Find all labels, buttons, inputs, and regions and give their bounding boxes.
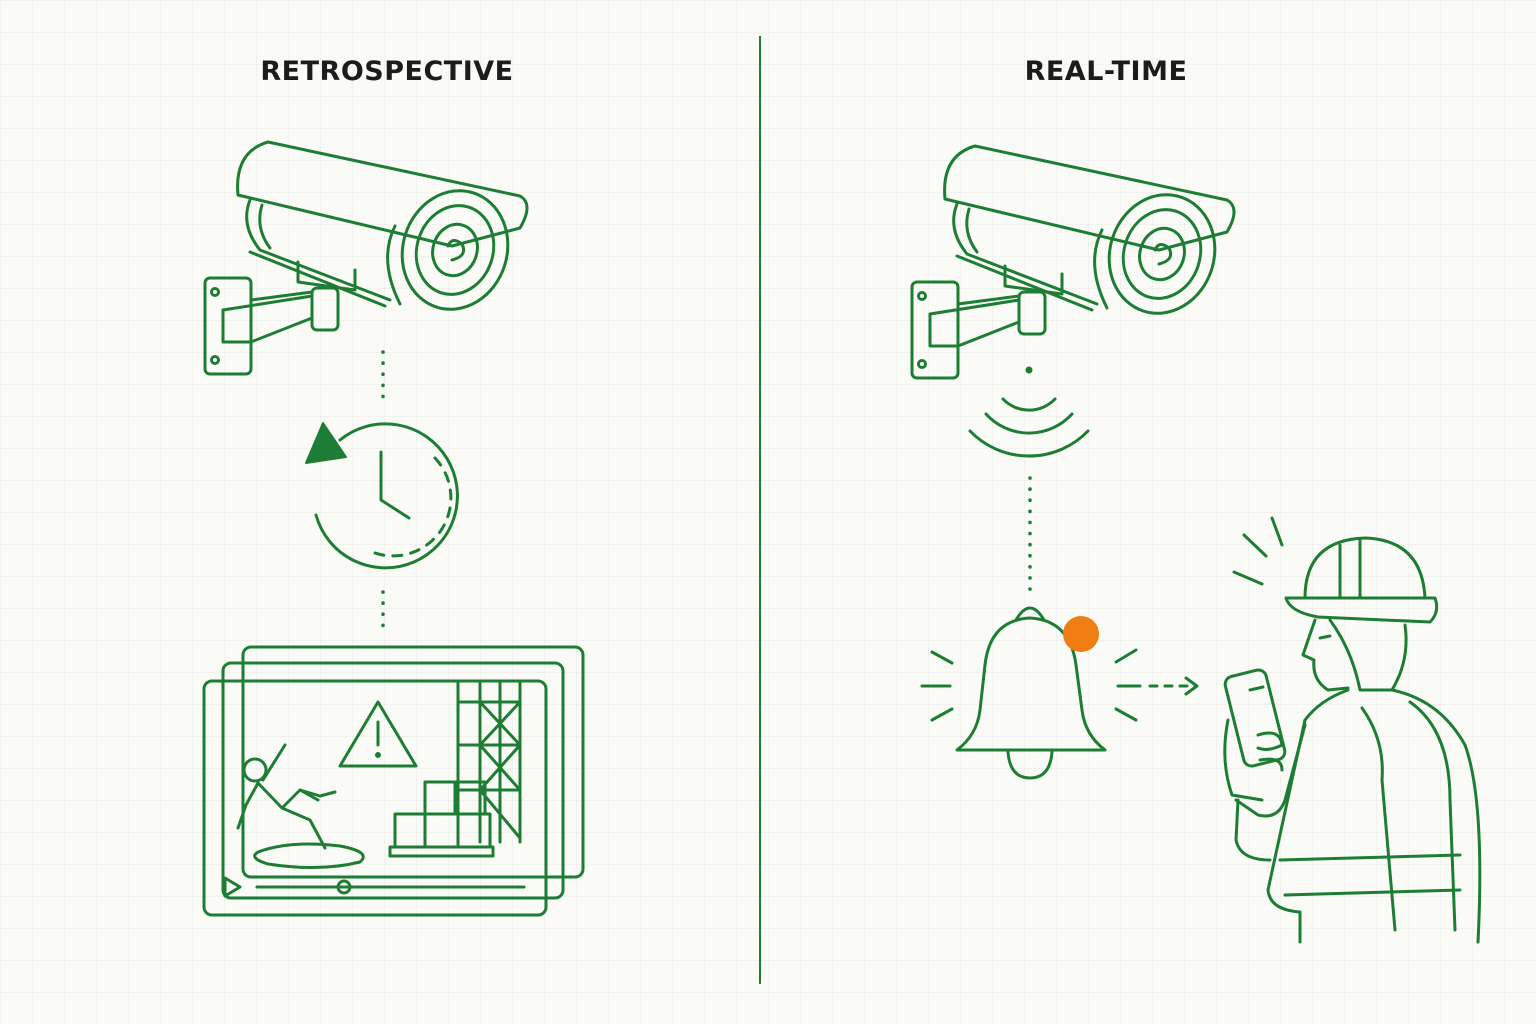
falling-worker-icon [236,743,365,870]
security-camera-icon [910,144,1236,380]
security-camera-icon [203,140,529,376]
wireless-signal-icon [968,366,1090,458]
alert-bell-icon [920,606,1142,780]
construction-worker-icon [1223,516,1482,944]
retrospective-heading: RETROSPECTIVE [260,56,514,87]
warning-icon [338,700,418,768]
smartphone-icon [1223,668,1287,768]
real-time-heading: REAL-TIME [1024,56,1188,87]
notification-dot [1063,616,1099,652]
video-playback-icon [202,645,585,917]
clock-rewind-icon [305,422,459,570]
